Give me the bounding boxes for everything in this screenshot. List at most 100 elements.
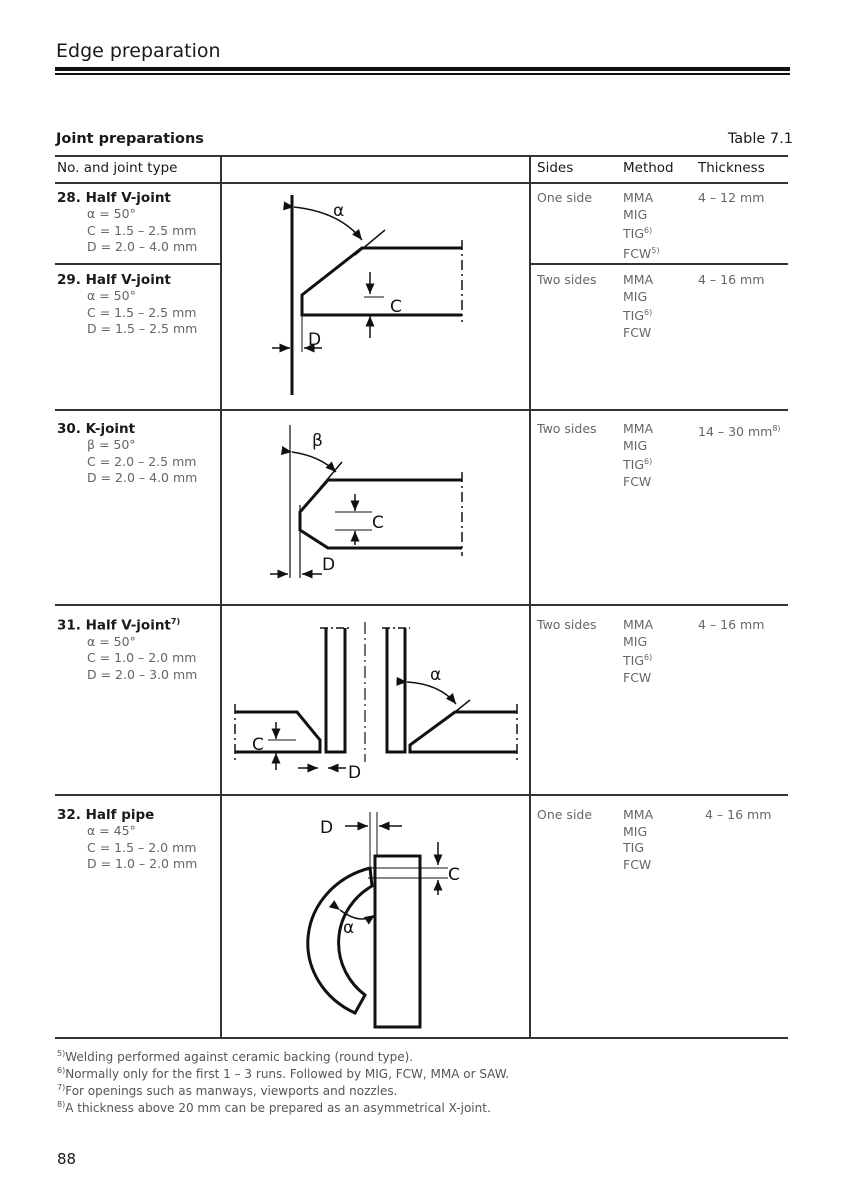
method-item: FCW [623,669,652,685]
footnote-text: Normally only for the first 1 – 3 runs. … [65,1067,510,1081]
footnote-mark: 6) [57,1066,66,1075]
column-divider [220,155,222,1039]
thickness-cell: 4 – 16 mm [698,617,764,634]
method-item: TIG [623,457,645,473]
method-item: TIG [623,653,645,669]
thickness-value: 14 – 30 mm [698,424,773,440]
footnote-mark: 5) [57,1049,66,1058]
column-header-sides: Sides [537,160,574,176]
column-header-thickness: Thickness [698,160,765,176]
column-header-method: Method [623,160,674,176]
joint-type: 30. K-joint [57,421,136,437]
table-top-rule [55,155,788,157]
thickness-cell: 14 – 30 mm8) [698,421,781,441]
thickness-cell: 4 – 12 mm [698,190,764,207]
joint-parameter: C = 1.5 – 2.5 mm [87,222,197,238]
table-bottom-rule [55,1037,788,1039]
joint-parameter: D = 1.0 – 2.0 mm [87,856,198,871]
method-item: FCW [623,856,652,872]
title-rule-thin [55,73,790,75]
table-number: Table 7.1 [727,131,793,147]
footnote-text: For openings such as manways, viewports … [65,1084,398,1098]
label-alpha: α [430,665,441,685]
title-rule [55,67,790,71]
sides-cell: Two sides [537,421,597,436]
label-d: D [322,555,335,575]
row-divider [55,263,221,265]
thickness-value: 4 – 16 mm [698,272,765,287]
footnote-ref: 5) [651,245,660,255]
method-item: FCW [623,324,652,340]
row-divider [55,794,788,796]
joint-type: 31. Half V-joint [57,617,171,634]
joint-parameter: α = 45° [87,823,136,838]
sides-cell: One side [537,807,593,822]
diagram-half-v-joint-28-29 [272,195,463,395]
joint-parameter: C = 1.5 – 2.5 mm [87,304,197,320]
label-c: C [252,735,264,755]
method-item: MIG [623,206,648,222]
label-d: D [320,818,333,838]
label-d: D [348,763,361,783]
method-item: MMA [623,807,654,822]
method-item: MIG [623,823,648,839]
footnote-mark: 8) [57,1100,66,1109]
thickness-value: 4 – 12 mm [698,190,765,205]
method-item: MMA [623,421,654,436]
method-item: FCW [623,245,652,261]
method-item: TIG [623,840,645,855]
footnote: 8)A thickness above 20 mm can be prepare… [57,1100,491,1115]
joint-parameter: β = 50° [87,437,136,452]
sides-cell: Two sides [537,272,597,287]
label-c: C [448,865,460,885]
label-c: C [390,297,402,317]
footnote: 7)For openings such as manways, viewport… [57,1083,397,1098]
method-item: TIG [623,226,645,242]
method-item: FCW [623,473,652,489]
method-item: MIG [623,633,648,649]
row-divider [55,604,788,606]
footnote: 5)Welding performed against ceramic back… [57,1049,413,1064]
diagram-k-joint-30 [270,425,463,579]
method-item: MIG [623,437,648,453]
column-header-joint: No. and joint type [57,160,178,176]
row-divider [529,263,788,265]
joint-parameter: α = 50° [87,206,136,221]
joint-parameter: α = 50° [87,633,136,649]
thickness-value: 4 – 16 mm [698,617,765,632]
method-item: TIG [623,308,645,324]
joint-parameter: D = 2.0 – 4.0 mm [87,470,198,485]
thickness-value: 4 – 16 mm [705,807,772,822]
sides-cell: One side [537,190,593,205]
label-alpha: α [333,201,344,221]
footnote-text: Welding performed against ceramic backin… [65,1050,414,1064]
thickness-cell: 4 – 16 mm [705,807,771,824]
page-title: Edge preparation [56,40,221,62]
joint-type: 28. Half V-joint [57,190,171,206]
label-c: C [372,513,384,533]
table-header-rule [55,182,788,184]
joint-parameter: C = 1.5 – 2.0 mm [87,839,197,855]
footnote-ref: 6) [644,308,653,317]
label-beta: β [312,431,323,451]
footnote-ref: 6) [644,226,653,235]
footnote-ref: 7) [170,617,181,626]
row-divider [55,409,788,411]
method-item: MMA [623,190,654,205]
joint-parameter: D = 1.5 – 2.5 mm [87,321,198,336]
label-alpha: α [343,918,354,938]
joint-type: 29. Half V-joint [57,272,171,288]
method-item: MMA [623,617,654,632]
footnote-text: A thickness above 20 mm can be prepared … [65,1101,491,1115]
method-item: MMA [623,272,654,287]
